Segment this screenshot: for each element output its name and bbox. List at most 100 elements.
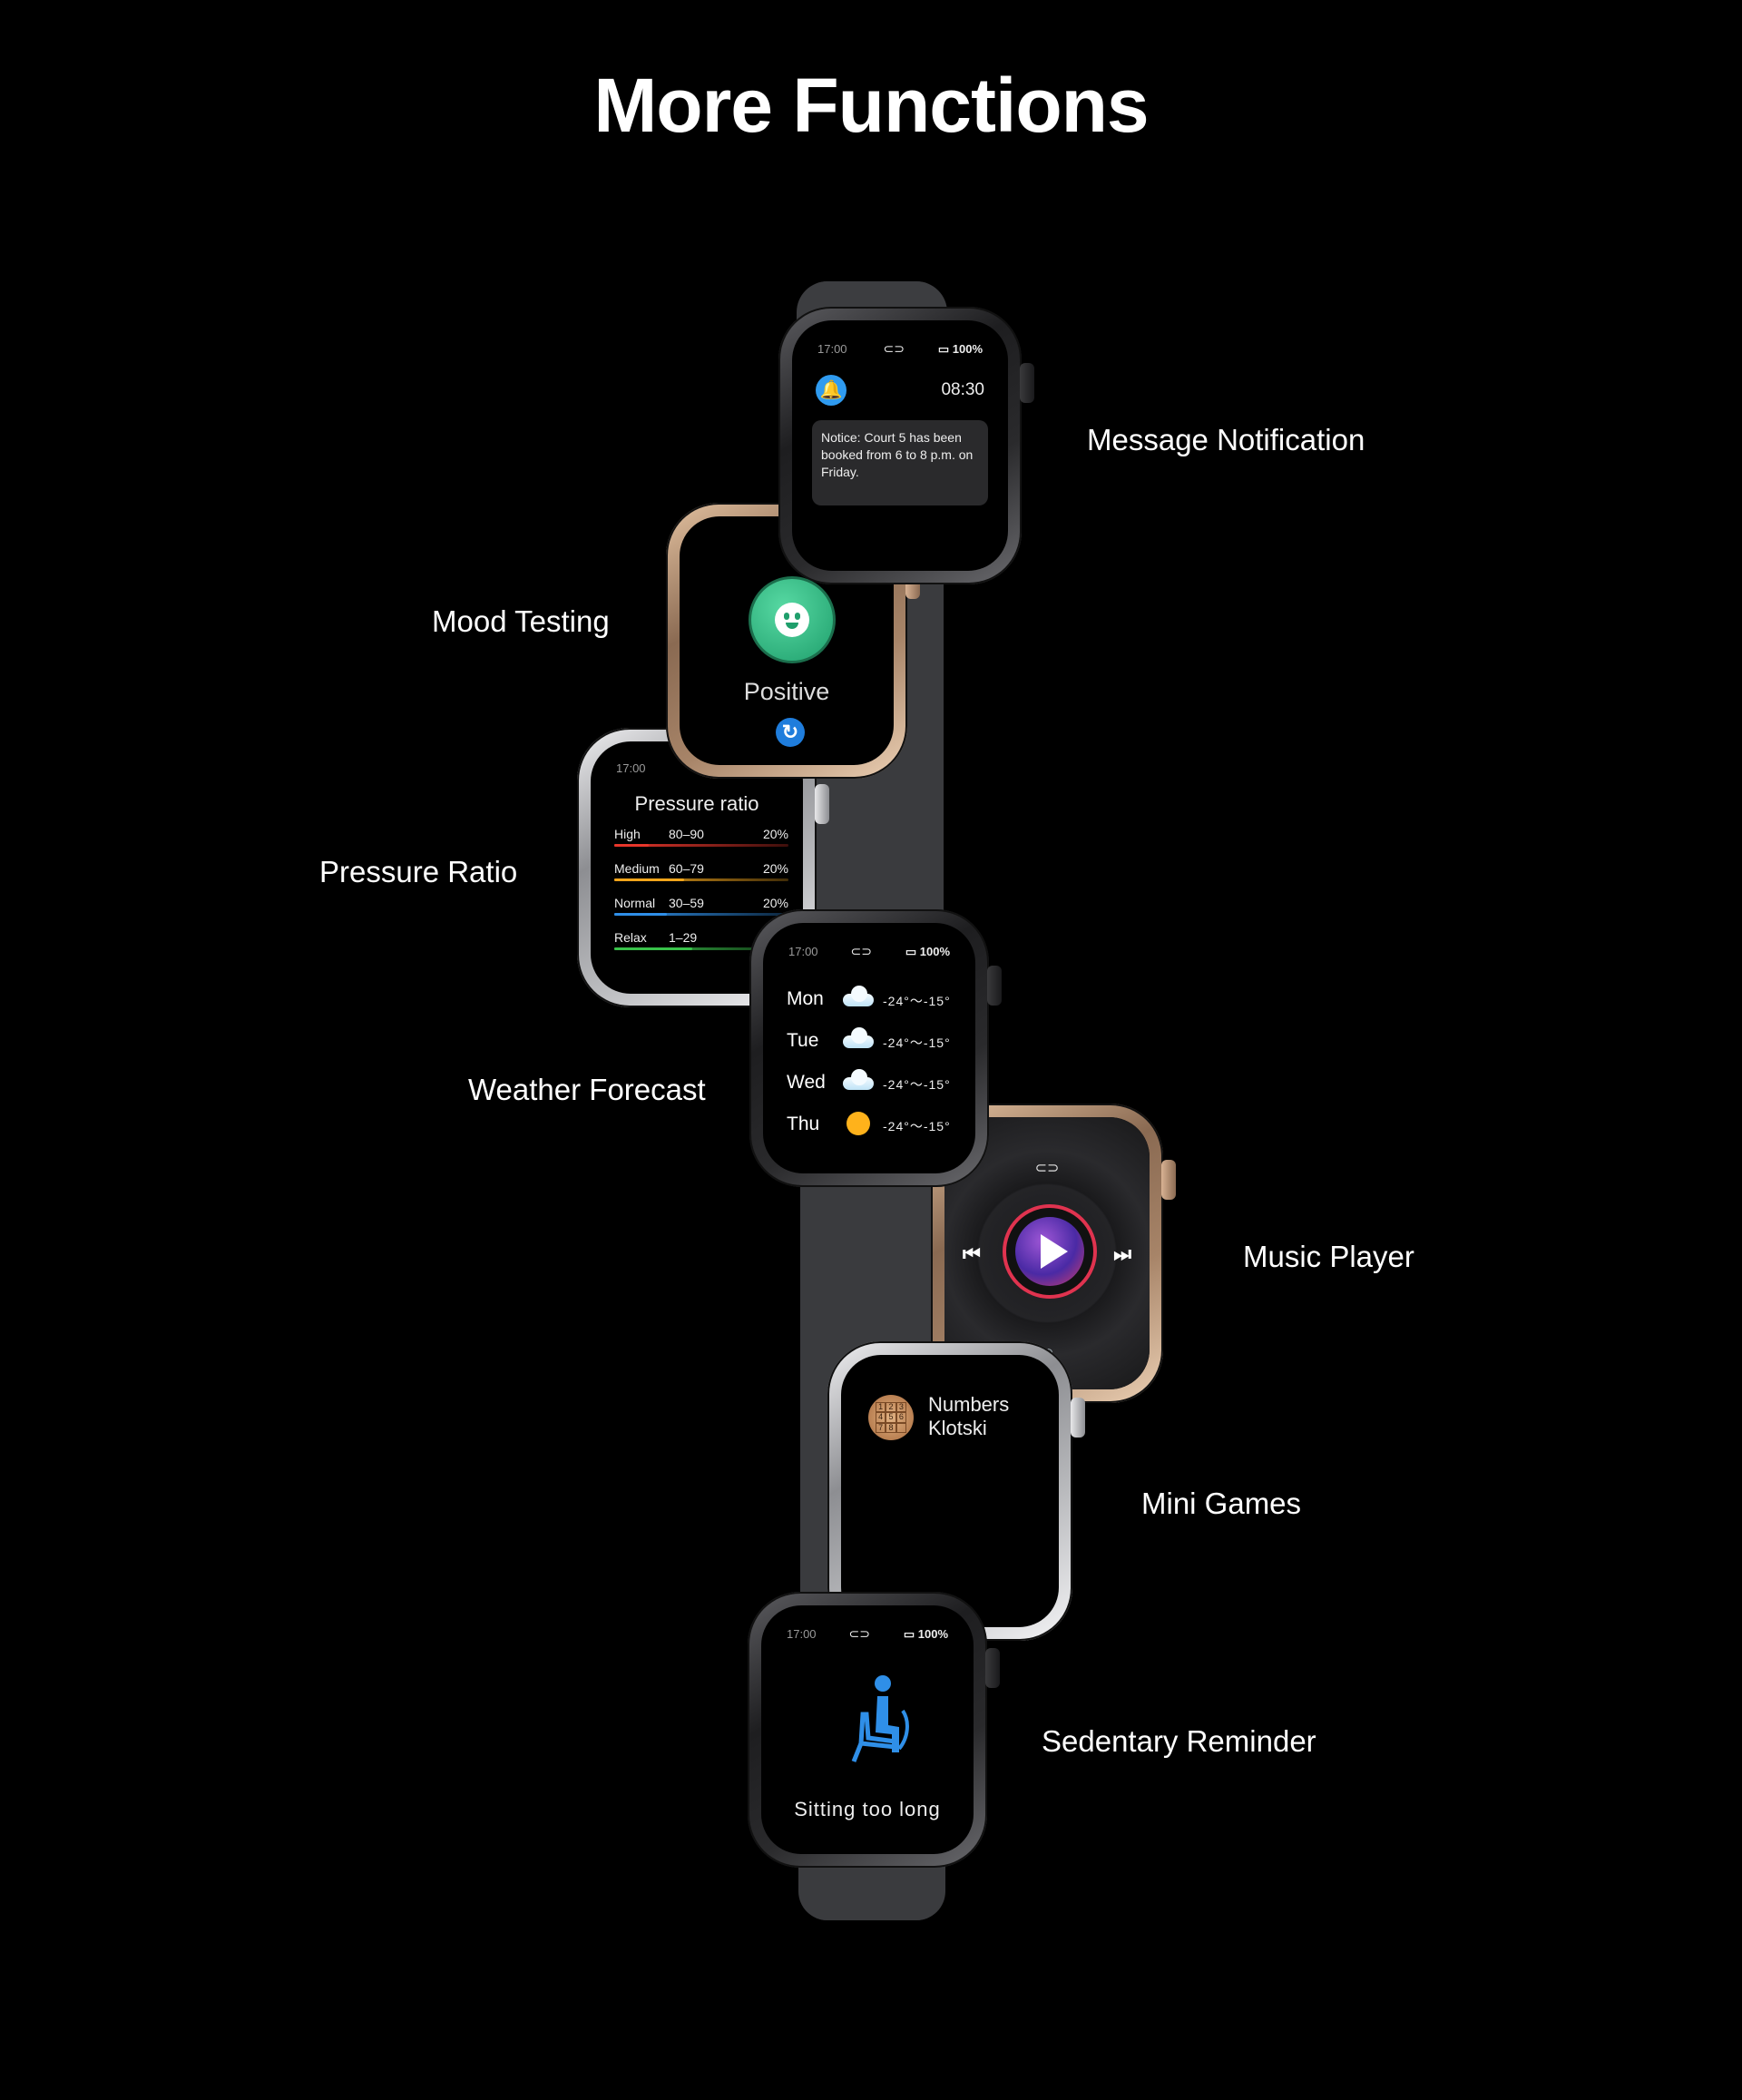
battery-status: ▭ 100% <box>905 945 950 958</box>
weather-day: Mon <box>787 988 824 1009</box>
label-message-notification: Message Notification <box>1087 423 1365 456</box>
watch-crown[interactable] <box>985 1648 1000 1688</box>
sun-icon <box>839 1112 876 1135</box>
weather-day: Wed <box>787 1072 826 1093</box>
status-time: 17:00 <box>787 1627 817 1641</box>
status-time: 17:00 <box>788 945 818 958</box>
watch-message: 17:00 ⊂⊃ ▭ 100% 🔔 08:30 Notice: Court 5 … <box>778 307 1034 584</box>
notification-time: 08:30 <box>941 380 984 399</box>
cloud-icon <box>839 986 876 1010</box>
pressure-level-name: Relax <box>614 930 647 945</box>
weather-temp: -24°～-15° <box>883 1035 951 1050</box>
label-mini-games: Mini Games <box>1141 1487 1302 1520</box>
pressure-level-percent: 20% <box>762 896 788 910</box>
label-weather-forecast: Weather Forecast <box>468 1073 706 1106</box>
sedentary-message: Sitting too long <box>794 1798 941 1820</box>
pressure-level-bar-fill <box>614 947 693 950</box>
game-title-line1: Numbers <box>928 1393 1010 1416</box>
weather-temp: -24°～-15° <box>883 1119 951 1133</box>
status-time: 17:00 <box>616 761 646 775</box>
weather-day: Tue <box>787 1030 819 1051</box>
watch-crown[interactable] <box>815 784 829 824</box>
pressure-level-bar <box>614 878 788 881</box>
sedentary-screen: 17:00 ⊂⊃ ▭ 100% Sitting too long <box>761 1605 974 1854</box>
smiley-icon <box>749 576 836 663</box>
weather-row: Thu -24°～-15° <box>787 1110 959 1141</box>
page-title: More Functions <box>593 63 1149 148</box>
label-sedentary-reminder: Sedentary Reminder <box>1042 1724 1316 1758</box>
battery-status: ▭ 100% <box>903 1627 948 1641</box>
mood-result: Positive <box>743 678 830 705</box>
weather-temp: -24°～-15° <box>883 994 951 1008</box>
game-title[interactable]: Numbers Klotski <box>928 1393 1009 1440</box>
pressure-level-bar <box>614 844 788 847</box>
klotski-tile: 2 <box>886 1402 896 1413</box>
message-screen: 17:00 ⊂⊃ ▭ 100% 🔔 08:30 Notice: Court 5 … <box>792 320 1008 571</box>
refresh-icon[interactable]: ↻ <box>776 718 805 747</box>
label-music-player: Music Player <box>1243 1240 1414 1273</box>
watch-weather: 17:00 ⊂⊃ ▭ 100% Mon -24°～-15° Tue -24°～-15°… <box>749 909 1002 1187</box>
battery-level: 100% <box>952 342 983 356</box>
weather-temp: -24°～-15° <box>883 1077 951 1092</box>
next-track-icon[interactable]: ⏭ <box>1113 1242 1131 1265</box>
pressure-level-bar <box>614 913 788 916</box>
weather-screen: 17:00 ⊂⊃ ▭ 100% Mon -24°～-15° Tue -24°～-15°… <box>763 923 975 1173</box>
klotski-tile: 1 <box>876 1402 886 1413</box>
link-icon: ⊂⊃ <box>1034 1161 1060 1176</box>
link-icon: ⊂⊃ <box>848 1626 870 1641</box>
play-button[interactable] <box>1003 1204 1097 1299</box>
link-icon: ⊂⊃ <box>850 944 872 958</box>
pressure-level-percent: 20% <box>762 861 788 876</box>
pressure-level-percent: 20% <box>762 827 788 841</box>
watch-crown[interactable] <box>1020 363 1034 403</box>
pressure-title: Pressure ratio <box>634 792 759 815</box>
weather-row: Wed -24°～-15° <box>787 1068 959 1099</box>
battery-status: ▭ 100% <box>937 342 983 356</box>
cloud-icon <box>839 1027 876 1052</box>
weather-row: Tue -24°～-15° <box>787 1026 959 1057</box>
battery-level: 100% <box>917 1627 948 1641</box>
watch-crown[interactable] <box>1161 1160 1176 1200</box>
pressure-level-range: 1–29 <box>669 930 698 945</box>
klotski-tile: 7 <box>876 1422 886 1433</box>
weather-row: Mon -24°～-15° <box>787 985 959 1016</box>
game-title-line2: Klotski <box>928 1417 987 1439</box>
klotski-tile: 3 <box>895 1402 906 1413</box>
label-mood-testing: Mood Testing <box>432 604 610 638</box>
pressure-level-bar-fill <box>614 878 684 881</box>
link-icon: ⊂⊃ <box>883 341 905 356</box>
klotski-tile: 6 <box>895 1412 906 1423</box>
play-icon <box>1015 1217 1084 1286</box>
status-time: 17:00 <box>817 342 847 356</box>
klotski-tile: 4 <box>876 1412 886 1423</box>
previous-track-icon[interactable]: ⏮ <box>963 1242 981 1265</box>
klotski-tile: 8 <box>886 1422 896 1433</box>
pressure-level-bar-fill <box>614 913 667 916</box>
label-pressure-ratio: Pressure Ratio <box>319 855 518 888</box>
pressure-level-name: High <box>614 827 641 841</box>
battery-level: 100% <box>919 945 950 958</box>
klotski-tile: 5 <box>886 1412 896 1423</box>
watch-sedentary: 17:00 ⊂⊃ ▭ 100% Sitting too long <box>748 1592 1000 1868</box>
notification-bell-icon: 🔔 <box>816 375 847 406</box>
pressure-level-name: Medium <box>614 861 660 876</box>
notification-card[interactable]: Notice: Court 5 has been booked from 6 t… <box>812 420 988 505</box>
pressure-row: Medium 60–79 20% <box>614 861 788 888</box>
pressure-level-range: 80–90 <box>669 827 704 841</box>
watch-crown[interactable] <box>1071 1398 1085 1438</box>
sitting-person-icon <box>851 1675 909 1762</box>
watch-crown[interactable] <box>987 966 1002 1006</box>
pressure-row: High 80–90 20% <box>614 827 788 854</box>
weather-day: Thu <box>787 1114 820 1134</box>
pressure-level-range: 30–59 <box>669 896 704 910</box>
pressure-level-range: 60–79 <box>669 861 704 876</box>
pressure-level-bar <box>614 947 788 950</box>
klotski-tile <box>895 1422 906 1433</box>
pressure-level-bar-fill <box>614 844 650 847</box>
